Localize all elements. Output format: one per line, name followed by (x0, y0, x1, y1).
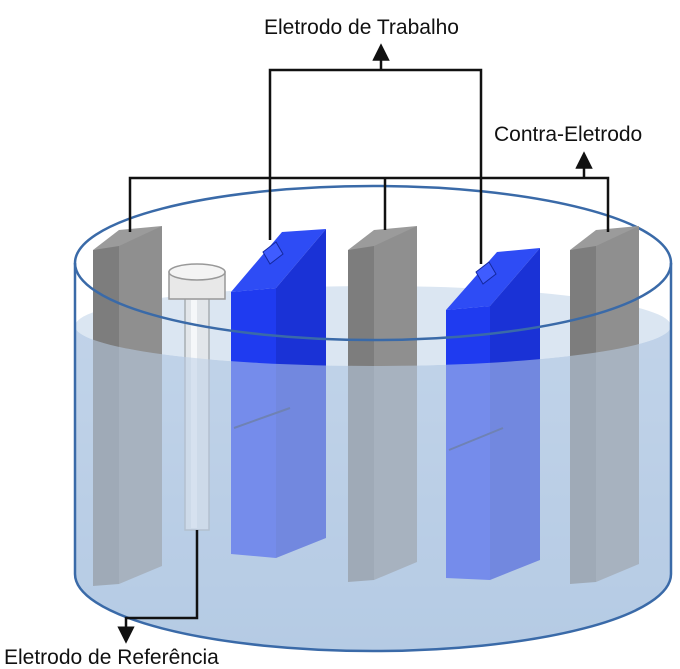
reference-electrode-label: Eletrodo de Referência (4, 646, 219, 669)
vessel-bottom-edge (73, 573, 673, 653)
counter-electrode-label: Contra-Eletrodo (494, 123, 643, 146)
submerged-plate-edge-1 (233, 407, 291, 429)
submerged-plate-edge-2 (448, 427, 504, 451)
electrolyte-tint-overlay (75, 326, 671, 651)
working-electrode-label: Eletrodo de Trabalho (264, 16, 459, 39)
reference-electrode-wire (117, 530, 199, 644)
counter-electrode-wire (128, 151, 610, 232)
vessel-front-rim (73, 262, 673, 342)
working-electrode-wire (268, 43, 483, 264)
